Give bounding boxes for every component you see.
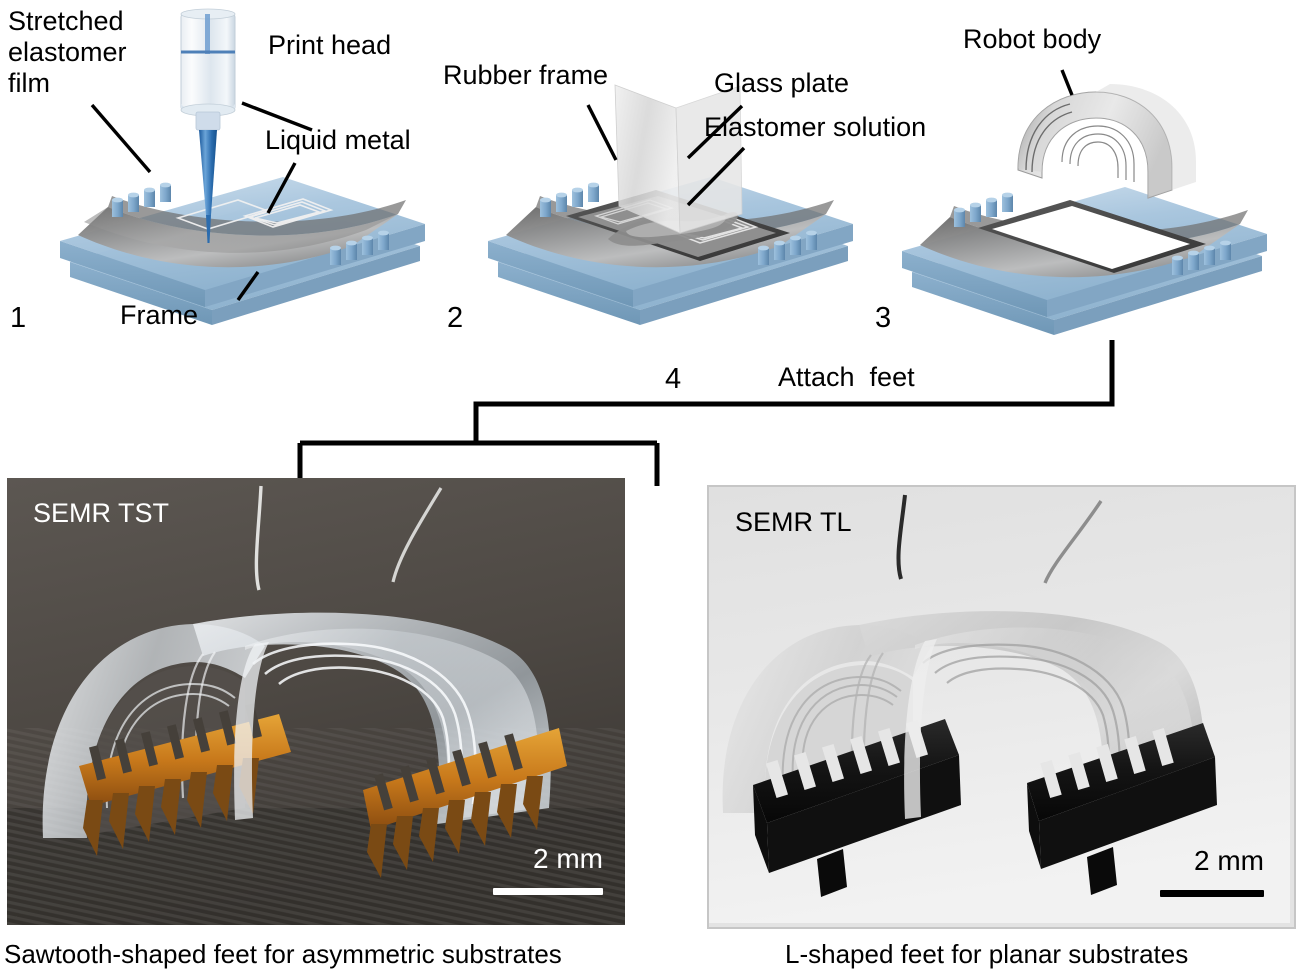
caption-sawtooth-feet: Sawtooth-shaped feet for asymmetric subs… <box>4 939 562 969</box>
label-elastomer-solution: Elastomer solution <box>704 112 927 142</box>
semr-tl-photo-content <box>709 487 1290 923</box>
semr-tst-photo-content <box>7 478 625 925</box>
panel-number-1: 1 <box>10 302 27 334</box>
semr-tl-scalebar-bar <box>1160 890 1264 897</box>
semr-tl-overlay-label: SEMR TL <box>735 507 852 537</box>
label-attach-feet: Attach feet <box>778 362 915 392</box>
leader-lines <box>90 69 1074 301</box>
label-robot-body: Robot body <box>963 24 1102 54</box>
label-liquid-metal: Liquid metal <box>265 125 411 155</box>
robot-body-graphic <box>1017 84 1196 199</box>
panel-3-schematic <box>902 84 1267 335</box>
panel-number-4: 4 <box>665 363 682 395</box>
label-glass-plate: Glass plate <box>714 68 850 98</box>
panel-number-2: 2 <box>447 302 464 334</box>
semr-tl-photo: SEMR TL 2 mm <box>707 485 1296 929</box>
l-shaped-foot-right <box>1027 723 1217 895</box>
label-frame: Frame <box>120 300 199 330</box>
semr-tst-scalebar-bar <box>493 888 603 895</box>
label-print-head: Print head <box>268 30 392 60</box>
panel-number-3: 3 <box>875 302 892 334</box>
label-rubber-frame: Rubber frame <box>443 60 609 90</box>
semr-tst-overlay-label: SEMR TST <box>33 498 170 528</box>
clamp-cylinders-right <box>330 230 389 265</box>
semr-tst-photo: SEMR TST 2 mm <box>7 478 625 925</box>
semr-tst-scalebar-text: 2 mm <box>533 843 603 874</box>
print-head-graphic <box>180 8 236 243</box>
caption-l-shaped-feet: L-shaped feet for planar substrates <box>785 939 1189 969</box>
sawtooth-feet-right <box>363 728 567 878</box>
clamp-cylinders-left <box>112 182 171 217</box>
semr-tl-scalebar-text: 2 mm <box>1194 845 1264 876</box>
step4-connector <box>297 340 1115 486</box>
label-stretched-elastomer-film: Stretched elastomer film <box>8 6 127 98</box>
